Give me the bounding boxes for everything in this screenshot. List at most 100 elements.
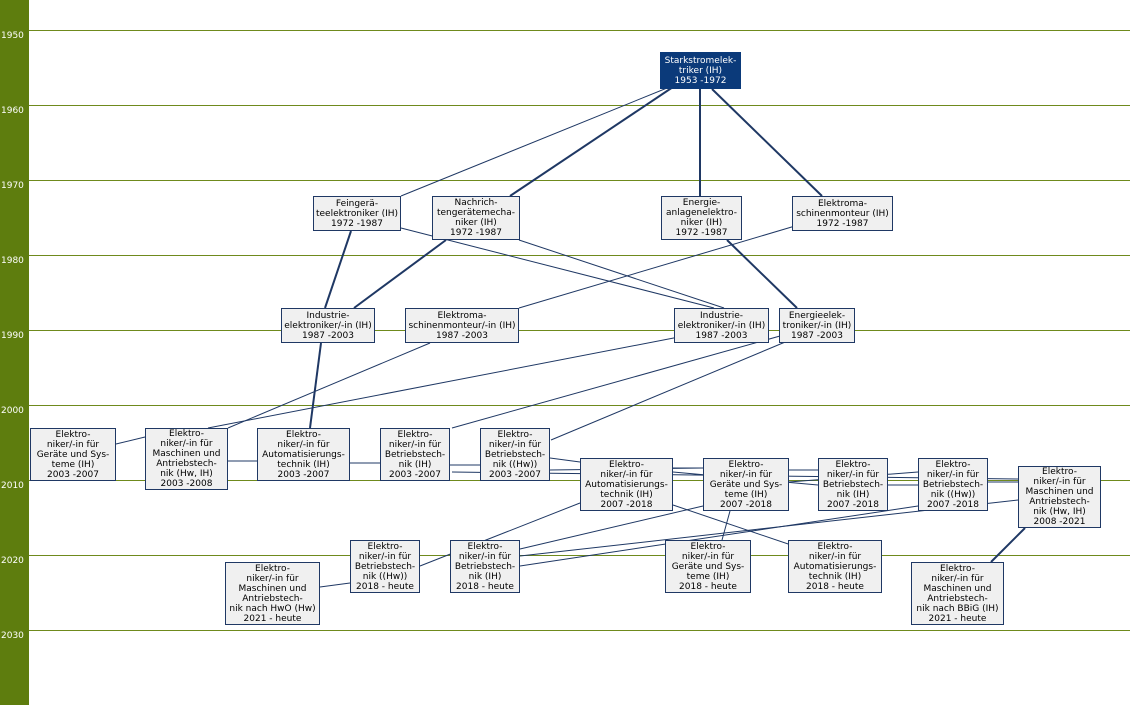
succession-link-29 [672, 504, 801, 549]
gridline-2030 [29, 630, 1130, 631]
occupation-node-industrie_b: Industrie-elektroniker/-in (IH)1987 -200… [674, 308, 769, 343]
node-text-line: niker/-in für [719, 469, 773, 480]
succession-link-7 [353, 239, 447, 309]
node-text-line: Automatisierungs- [793, 561, 877, 572]
node-text-line: Maschinen und [1025, 487, 1094, 497]
node-text-line: technik (IH) [277, 459, 330, 470]
node-text-line: Elektro- [835, 459, 871, 470]
occupation-node-industrie_a: Industrie-elektroniker/-in (IH)1987 -200… [281, 308, 375, 343]
node-text-line: nik nach HwO (Hw) [229, 603, 316, 614]
occupation-node-nachrichten: Nachrich-tengerätemecha-niker (IH)1972 -… [432, 196, 520, 240]
node-text-line: teelektroniker (IH) [315, 208, 399, 219]
node-text-line: technik (IH) [600, 489, 653, 500]
node-text-line: niker/-in für [826, 469, 880, 480]
node-text-line: 2007 -2018 [827, 499, 879, 510]
succession-link-1 [400, 85, 673, 197]
node-text-line: Geräte und Sys- [709, 479, 783, 490]
node-text-line: niker (IH) [680, 218, 723, 228]
node-text-line: Betriebstech- [484, 449, 546, 460]
node-text-line: 2021 - heute [243, 613, 302, 624]
succession-link-10 [518, 225, 796, 309]
node-text-line: tengerätemecha- [436, 208, 516, 218]
node-text-line: Elektro- [935, 459, 971, 470]
year-label-2020: 2020 [1, 556, 24, 566]
succession-link-33 [519, 505, 704, 550]
node-text-line: niker/-in für [388, 439, 442, 450]
gridline-1980 [29, 255, 1130, 256]
node-text-line: Elektro- [255, 563, 290, 574]
year-label-1960: 1960 [1, 106, 24, 116]
node-text-line: niker/-in für [488, 439, 542, 450]
succession-link-11 [309, 342, 322, 429]
node-text-line: Elektro- [940, 563, 975, 574]
node-text-line: Antriebstech- [156, 459, 217, 469]
succession-link-21 [549, 457, 581, 463]
succession-link-32 [419, 502, 581, 567]
node-text-line: 2021 - heute [928, 613, 987, 624]
node-text-line: 2003 -2007 [389, 469, 441, 480]
node-text-line: schinenmonteur (IH) [796, 208, 889, 219]
gridline-1990 [29, 330, 1130, 331]
node-text-line: Geräte und Sys- [36, 449, 110, 460]
node-text-line: 2008 -2021 [1033, 517, 1086, 527]
node-text-line: niker/-in für [600, 469, 653, 480]
node-text-line: 1987 -2003 [436, 330, 488, 341]
node-text-line: Elektroma- [437, 310, 487, 321]
node-text-line: Betriebstech- [384, 449, 446, 460]
node-text-line: Industrie- [306, 310, 350, 321]
node-text-line: Elektro- [169, 429, 204, 439]
node-text-line: elektroniker/-in (IH) [284, 320, 372, 331]
node-text-line: Elektro- [55, 429, 91, 440]
node-text-line: niker/-in für [160, 439, 213, 449]
succession-link-4 [711, 88, 823, 197]
node-text-line: Elektro- [367, 541, 403, 552]
node-text-line: Elektro- [397, 429, 433, 440]
node-text-line: niker/-in für [808, 551, 862, 562]
node-text-line: 2018 - heute [679, 581, 737, 592]
node-text-line: Elektro- [497, 429, 533, 440]
node-text-line: Elektro- [1042, 467, 1077, 477]
occupation-node-energieanlagen: Energie-anlagenelektro-niker (IH)1972 -1… [661, 196, 742, 240]
node-text-line: 1953 -1972 [674, 75, 727, 86]
node-text-line: teme (IH) [686, 571, 730, 582]
node-text-line: Nachrich- [454, 198, 498, 208]
node-text-line: Elektro- [286, 429, 321, 440]
node-text-line: Energie- [682, 198, 721, 208]
node-text-line: nik ((Hw)) [930, 489, 976, 500]
node-text-line: Maschinen und [923, 583, 992, 594]
node-text-line: 2003 -2008 [160, 479, 213, 489]
year-label-1980: 1980 [1, 256, 24, 266]
succession-link-6 [324, 230, 352, 309]
year-label-1970: 1970 [1, 181, 24, 191]
node-text-line: Automatisierungs- [262, 449, 345, 460]
succession-link-8 [518, 239, 725, 309]
node-text-line: schinenmonteur/-in (IH) [408, 320, 516, 331]
year-label-2010: 2010 [1, 481, 24, 491]
node-text-line: niker/-in für [358, 551, 412, 562]
node-text-line: 2007 -2018 [927, 499, 979, 510]
node-text-line: teme (IH) [51, 459, 95, 470]
node-text-line: 2007 -2018 [600, 499, 653, 510]
node-text-line: Betriebstech- [354, 561, 416, 572]
node-text-line: nik (Hw, IH) [160, 469, 213, 479]
node-text-line: nik (IH) [398, 459, 432, 470]
occupation-node-feingeraete: Feingerä-teelektroniker (IH)1972 -1987 [313, 196, 401, 231]
node-text-line: Geräte und Sys- [671, 561, 745, 572]
succession-link-36 [990, 527, 1026, 563]
node-text-line: 1987 -2003 [791, 330, 843, 341]
node-text-line: Betriebstech- [922, 479, 984, 490]
node-text-line: niker/-in für [246, 573, 299, 584]
node-text-line: elektroniker/-in (IH) [677, 320, 766, 331]
node-text-line: nik (Hw, IH) [1033, 507, 1086, 517]
node-text-line: 2007 -2018 [720, 499, 772, 510]
succession-link-16 [115, 436, 146, 445]
